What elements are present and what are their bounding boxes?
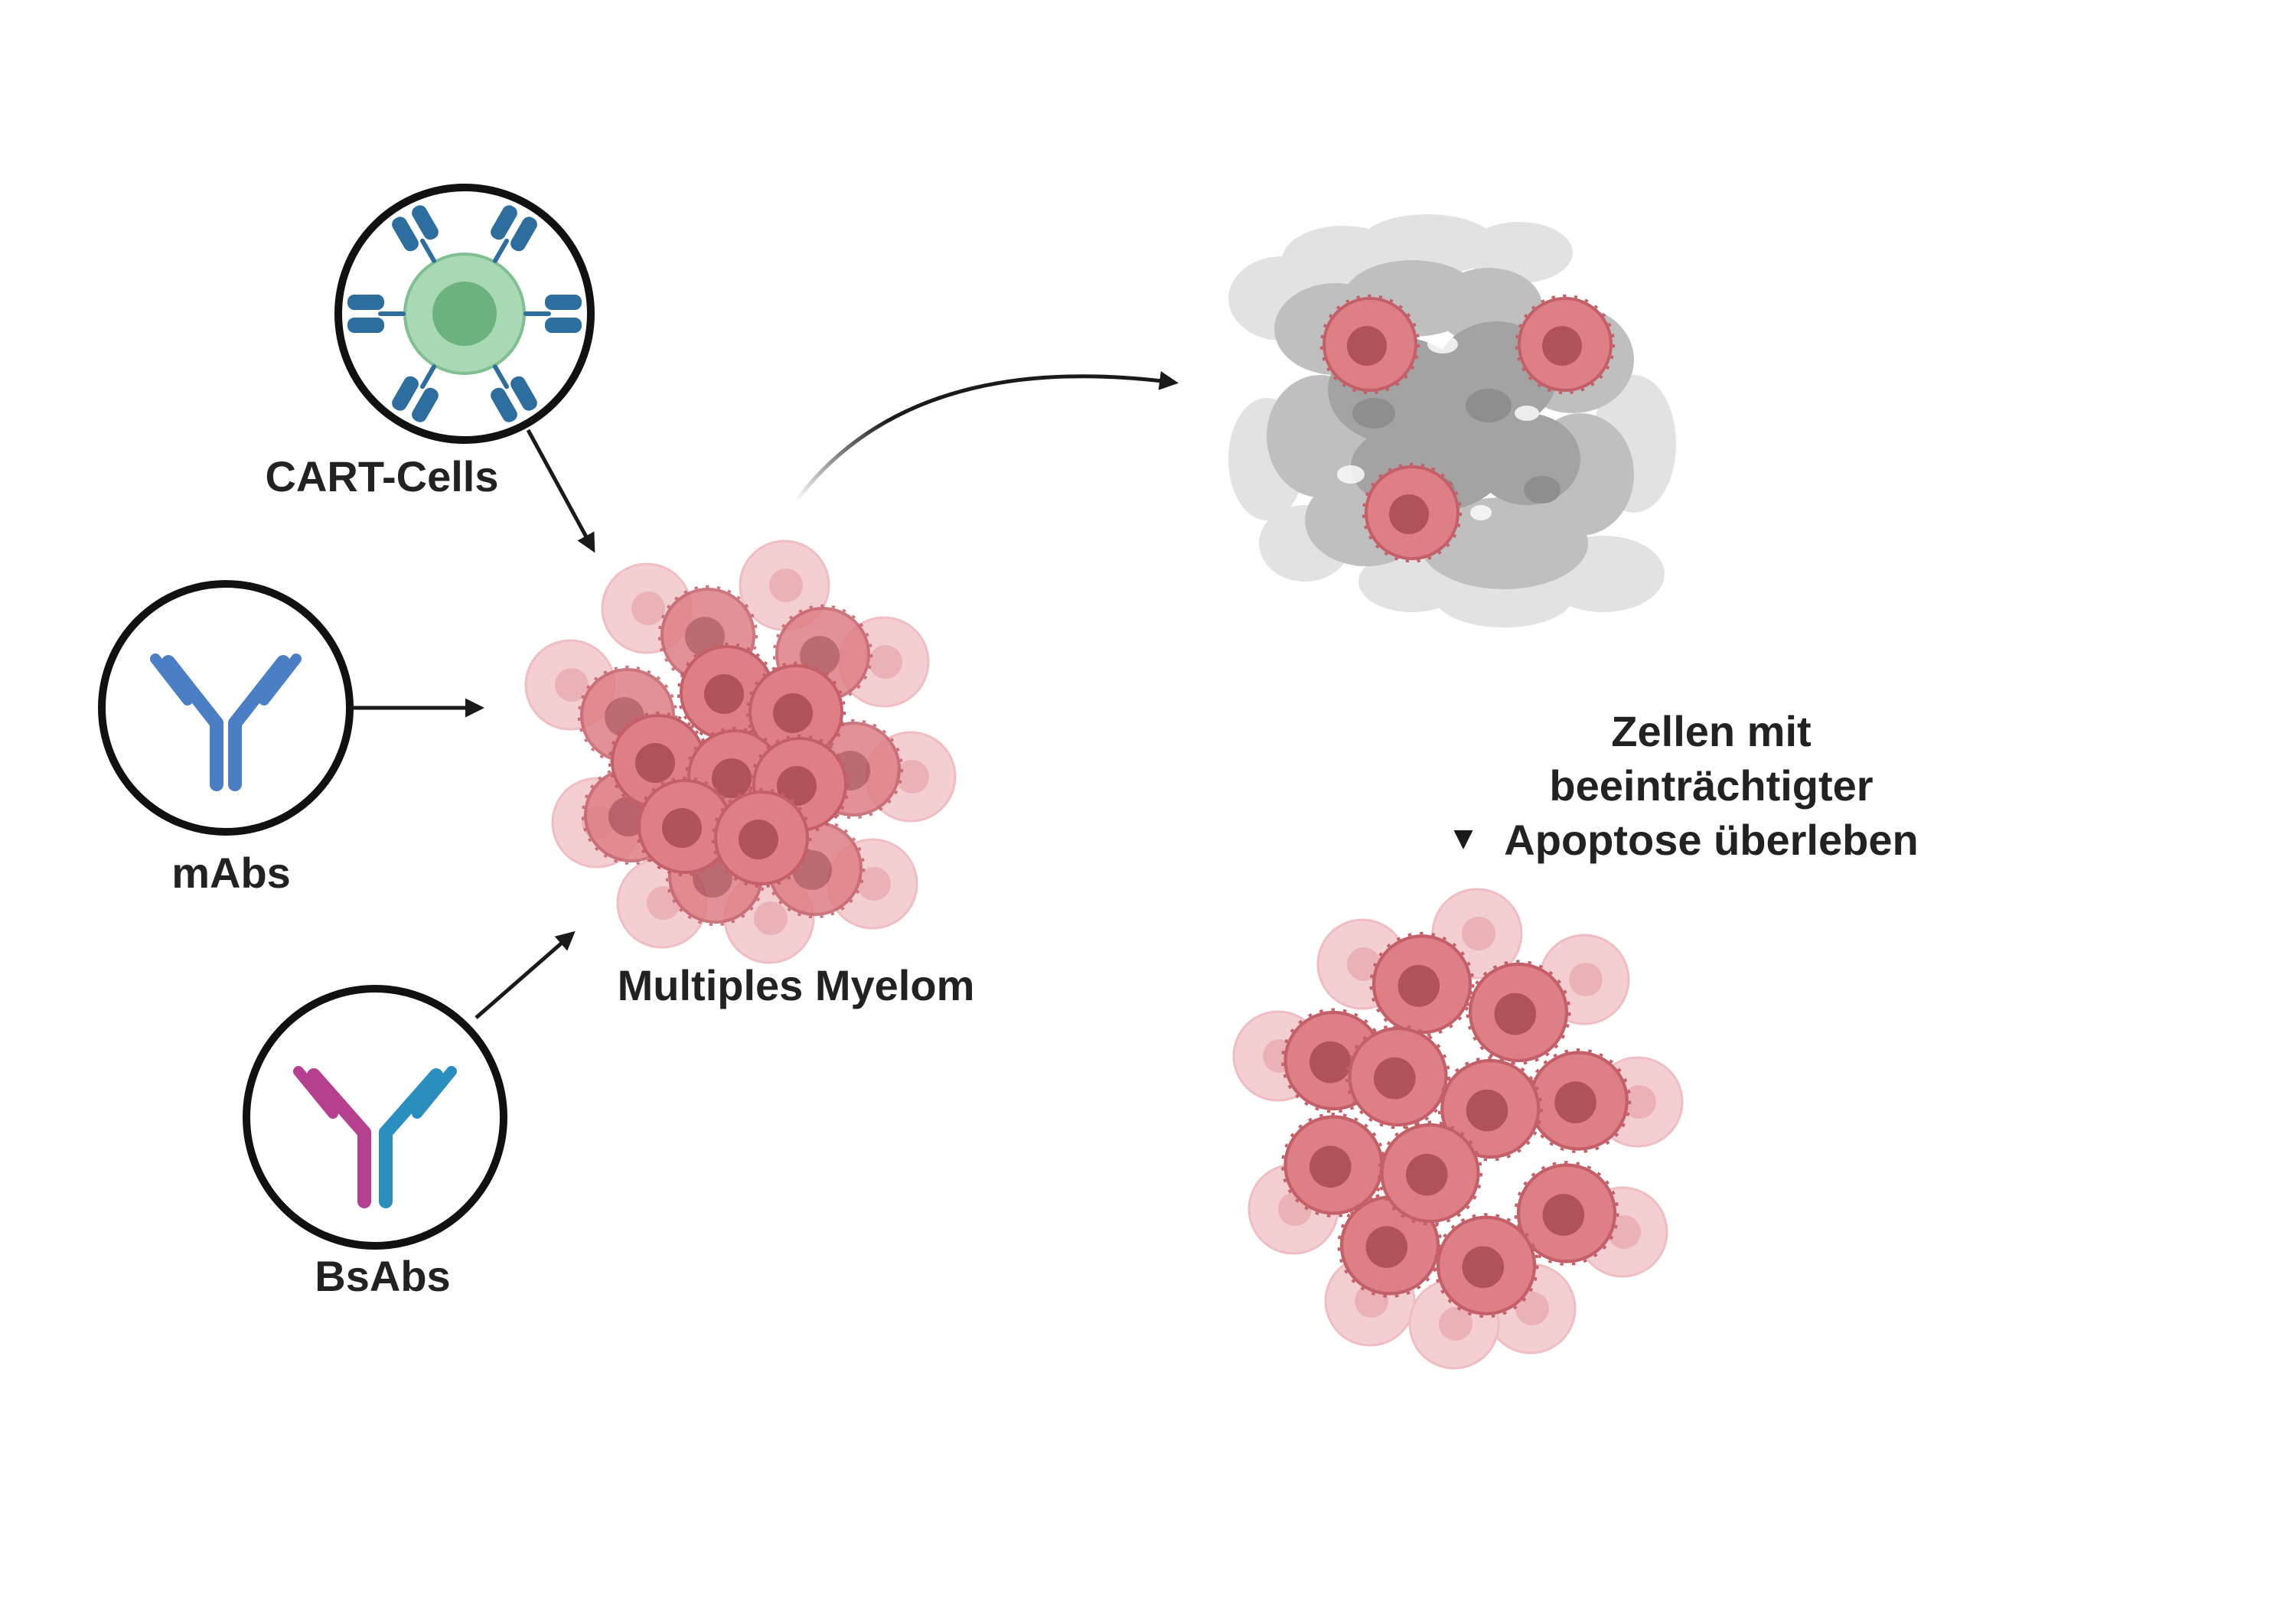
tumor-cluster-icon (524, 539, 957, 964)
cart-cells-label: CART-Cells (265, 452, 499, 500)
dying-tumor-cells-icon (1228, 214, 1676, 627)
monoclonal-antibody-icon (98, 580, 354, 836)
curved-arrow (794, 371, 1179, 503)
survival-caption: Zellen mit beeinträchtigter Apoptose übe… (1504, 704, 1918, 867)
surviving-tumor-cluster-icon (1232, 888, 1684, 1370)
bispecific-antibody-icon (243, 985, 507, 1250)
multiple-myeloma-label: Multiples Myelom (617, 961, 975, 1009)
survival-caption-line1: Zellen mit (1611, 707, 1812, 755)
mabs-label: mAbs (171, 849, 291, 897)
cart-cell-icon (334, 184, 595, 444)
arrow-cart-to-tumor (526, 429, 595, 553)
bsabs-label: BsAbs (315, 1252, 451, 1300)
arrow-bsabs-to-tumor (475, 931, 576, 1019)
survival-caption-line2: beeinträchtigter (1549, 761, 1874, 810)
survival-caption-line3: Apoptose überleben (1504, 816, 1919, 864)
